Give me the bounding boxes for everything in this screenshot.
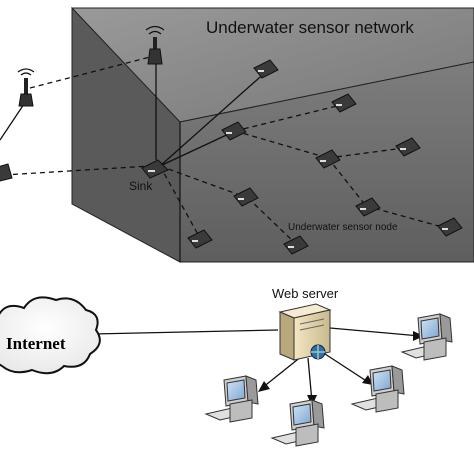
cloud-icon [0,296,101,375]
antenna-icon [145,25,165,65]
network-title: Underwater sensor network [206,18,414,37]
web-server-label: Web server [272,286,339,301]
sensor-node-icon [187,229,213,249]
sensor-nodes [141,59,463,255]
links [0,56,447,403]
computer-icon [270,399,325,447]
sink-node-icon [141,159,169,179]
internet-label: Internet [6,334,66,353]
computer-icon [204,375,259,423]
sensor-node-label: Underwater sensor node [288,222,398,233]
sensor-node-icon [315,149,341,169]
computer-icon [400,313,453,361]
sensor-node-icon [437,217,463,237]
sensor-node-icon [283,235,309,255]
antenna-icon [17,68,35,107]
sensor-node-icon [355,197,381,217]
water-volume [71,6,474,263]
sensor-node-icon [395,137,421,157]
computer-icon [350,365,405,413]
globe-icon [310,344,326,360]
sensor-node-icon [233,187,259,207]
sensor-node-icon [221,121,247,141]
sink-label: Sink [129,179,153,193]
sensor-node-icon [253,59,279,79]
sensor-node-icon [0,163,13,182]
sensor-node-icon [331,93,357,113]
